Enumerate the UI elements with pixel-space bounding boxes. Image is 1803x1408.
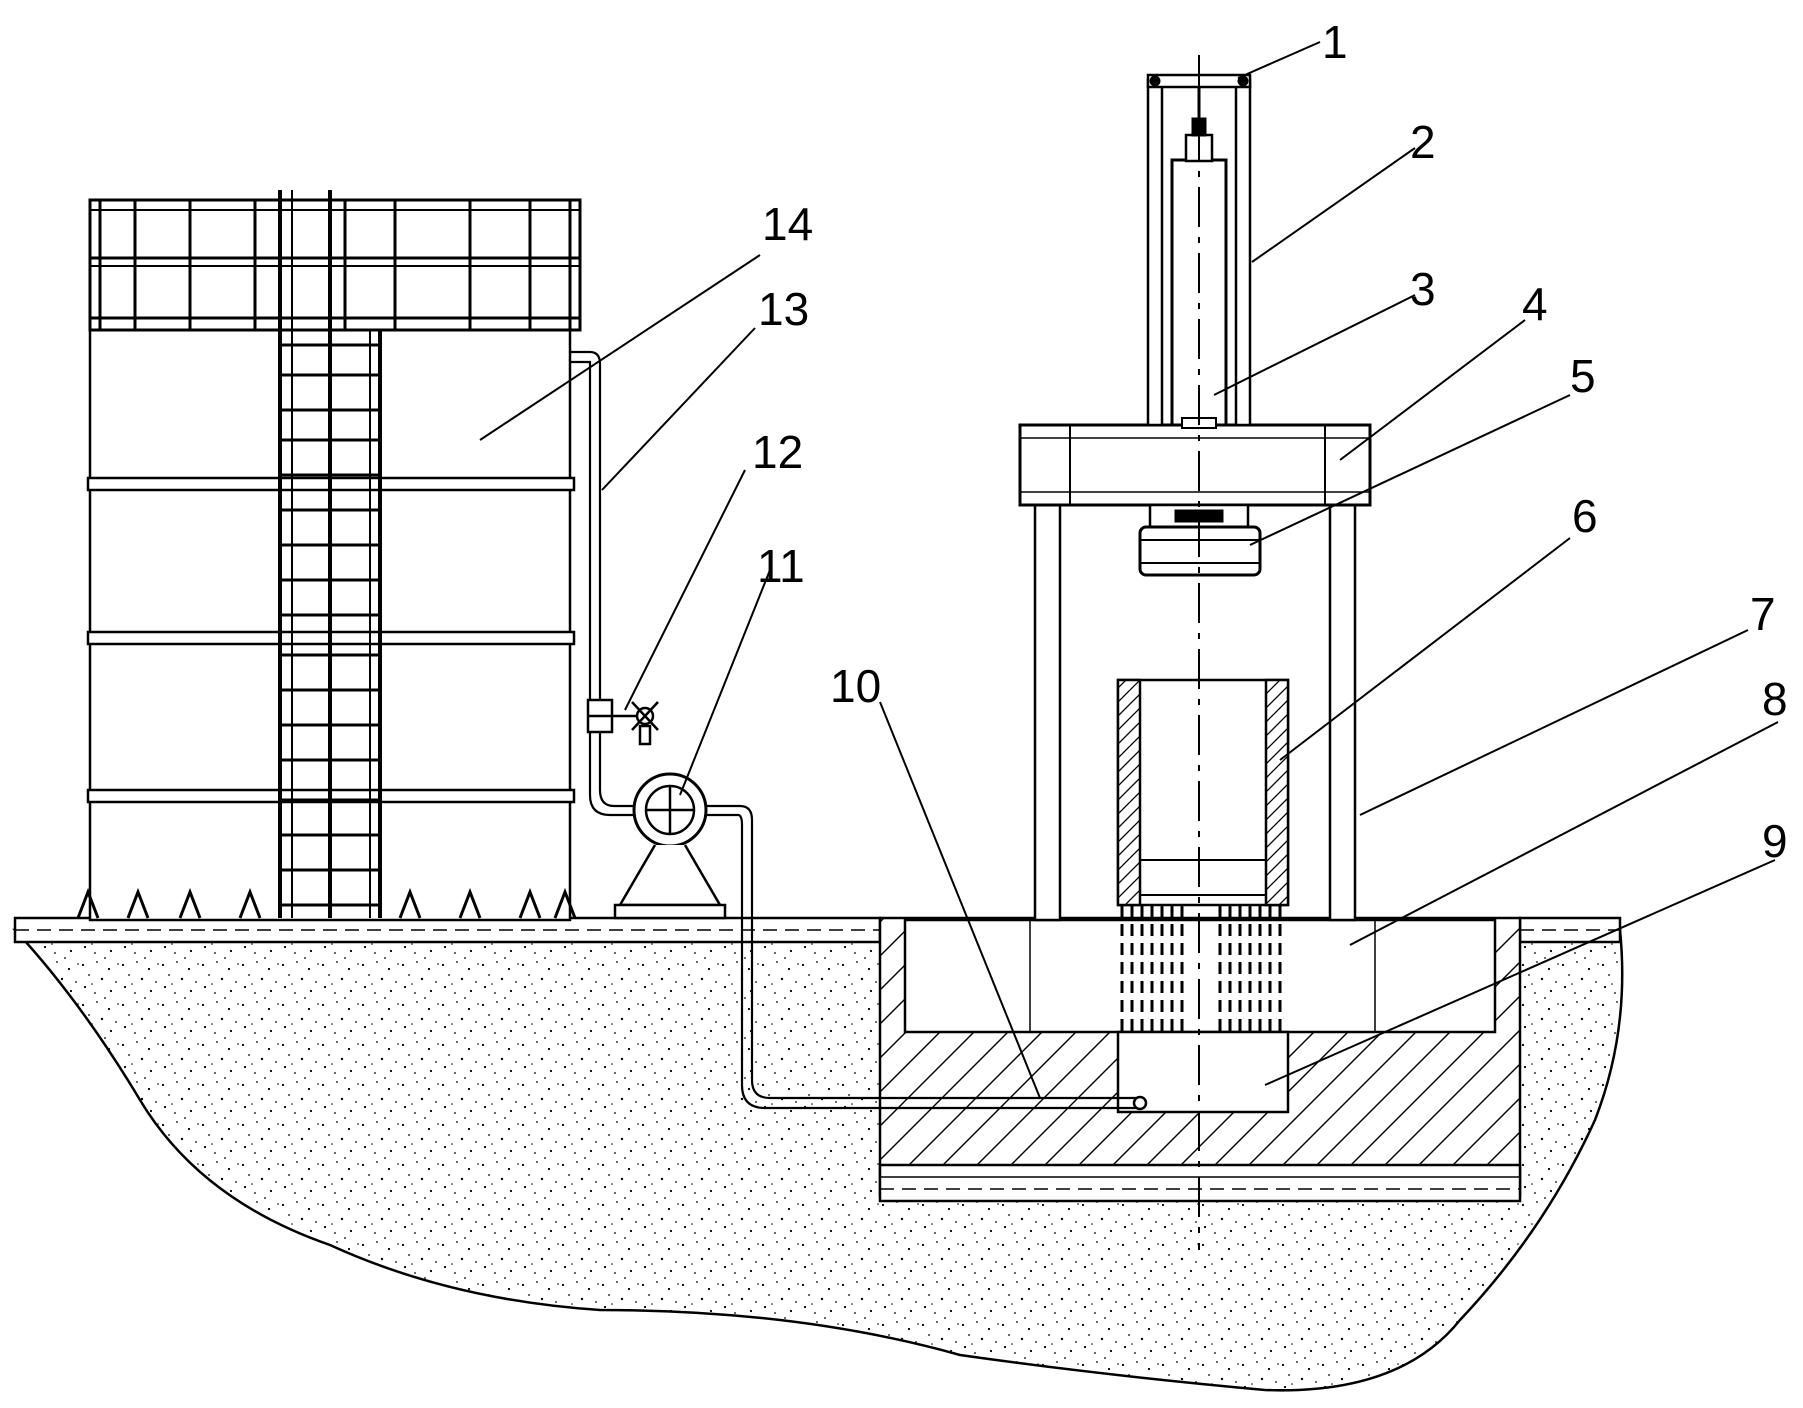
leader-lines [479, 41, 1779, 1099]
callout-10: 10 [830, 660, 881, 712]
callout-7: 7 [1750, 588, 1776, 640]
callout-12: 12 [752, 426, 803, 478]
drain-pipe-outlet [1132, 1095, 1148, 1111]
underground-chamber [1116, 1030, 1290, 1114]
mold-sleeve [1116, 678, 1290, 907]
callout-labels: 1 2 3 4 5 6 7 8 9 10 11 12 13 14 [752, 16, 1788, 867]
callout-4: 4 [1522, 278, 1548, 330]
press-frame [1018, 73, 1372, 922]
valve [586, 698, 659, 746]
callout-5: 5 [1570, 350, 1596, 402]
callout-11: 11 [757, 540, 805, 592]
frame-column [1033, 498, 1062, 922]
guide-column-upper [1146, 78, 1164, 427]
callout-9: 9 [1762, 815, 1788, 867]
water-tank [76, 190, 582, 922]
water-pump [613, 772, 727, 920]
callout-1: 1 [1322, 16, 1348, 68]
callout-8: 8 [1762, 673, 1788, 725]
callout-14: 14 [762, 198, 813, 250]
callout-2: 2 [1410, 116, 1436, 168]
crosshead-beam [1018, 423, 1372, 507]
callout-3: 3 [1410, 263, 1436, 315]
callout-13: 13 [758, 283, 809, 335]
callout-6: 6 [1572, 490, 1598, 542]
supply-pipe [570, 350, 1140, 1110]
